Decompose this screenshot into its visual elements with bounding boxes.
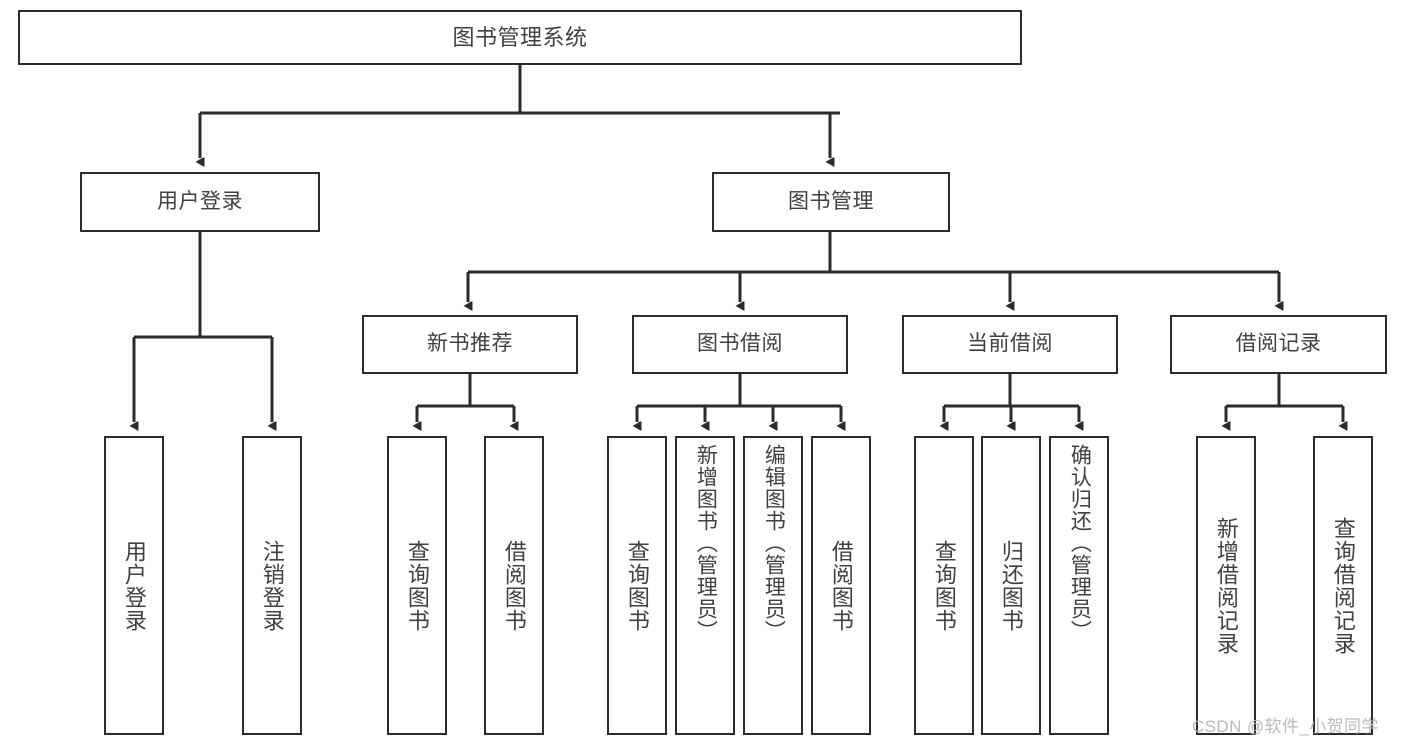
node-label: 当前借阅 bbox=[967, 332, 1053, 356]
leaf-confirm-return-admin[interactable]: 确认归还（管理员） bbox=[1049, 436, 1109, 735]
node-label: 查询图书 bbox=[404, 539, 430, 632]
node-label: 图书借阅 bbox=[697, 332, 783, 356]
leaf-query-book-new-recommend[interactable]: 查询图书 bbox=[387, 436, 447, 735]
node-book-manage[interactable]: 图书管理 bbox=[712, 172, 950, 232]
node-borrow-record[interactable]: 借阅记录 bbox=[1170, 315, 1387, 374]
node-label: 借阅记录 bbox=[1235, 332, 1322, 356]
node-label: 新书推荐 bbox=[427, 332, 513, 356]
node-root-system[interactable]: 图书管理系统 bbox=[18, 10, 1022, 65]
node-current-borrow[interactable]: 当前借阅 bbox=[902, 315, 1118, 374]
node-book-borrow[interactable]: 图书借阅 bbox=[632, 315, 848, 374]
node-label: 新增借阅记录 bbox=[1213, 516, 1239, 655]
node-label: 图书管理 bbox=[788, 189, 874, 213]
node-label: 用户登录 bbox=[121, 539, 147, 632]
node-label: 查询图书 bbox=[931, 539, 957, 632]
leaf-query-book-borrow[interactable]: 查询图书 bbox=[607, 436, 667, 735]
node-label: 归还图书 bbox=[998, 539, 1024, 632]
node-label: 查询借阅记录 bbox=[1330, 516, 1356, 655]
node-new-book-recommend[interactable]: 新书推荐 bbox=[362, 315, 578, 374]
node-label: 编辑图书（管理员） bbox=[762, 444, 786, 642]
node-label: 用户登录 bbox=[157, 189, 243, 213]
node-label: 查询图书 bbox=[624, 539, 650, 632]
node-label: 借阅图书 bbox=[501, 539, 527, 632]
node-label: 注销登录 bbox=[259, 539, 285, 632]
leaf-logout-login[interactable]: 注销登录 bbox=[242, 436, 302, 735]
node-label: 确认归还（管理员） bbox=[1068, 444, 1092, 642]
leaf-query-borrow-record[interactable]: 查询借阅记录 bbox=[1313, 436, 1373, 735]
leaf-add-borrow-record[interactable]: 新增借阅记录 bbox=[1196, 436, 1256, 735]
watermark-text: CSDN @软件_小贺同学 bbox=[1192, 717, 1379, 736]
node-label: 图书管理系统 bbox=[452, 24, 588, 50]
leaf-add-book-admin[interactable]: 新增图书（管理员） bbox=[675, 436, 735, 735]
leaf-borrow-book-new-recommend[interactable]: 借阅图书 bbox=[484, 436, 544, 735]
node-label: 新增图书（管理员） bbox=[694, 444, 718, 642]
node-label: 借阅图书 bbox=[828, 539, 854, 632]
leaf-return-book[interactable]: 归还图书 bbox=[981, 436, 1041, 735]
leaf-user-login[interactable]: 用户登录 bbox=[104, 436, 164, 735]
leaf-edit-book-admin[interactable]: 编辑图书（管理员） bbox=[743, 436, 803, 735]
leaf-borrow-book[interactable]: 借阅图书 bbox=[811, 436, 871, 735]
leaf-query-book-current[interactable]: 查询图书 bbox=[914, 436, 974, 735]
node-user-login[interactable]: 用户登录 bbox=[80, 172, 320, 232]
